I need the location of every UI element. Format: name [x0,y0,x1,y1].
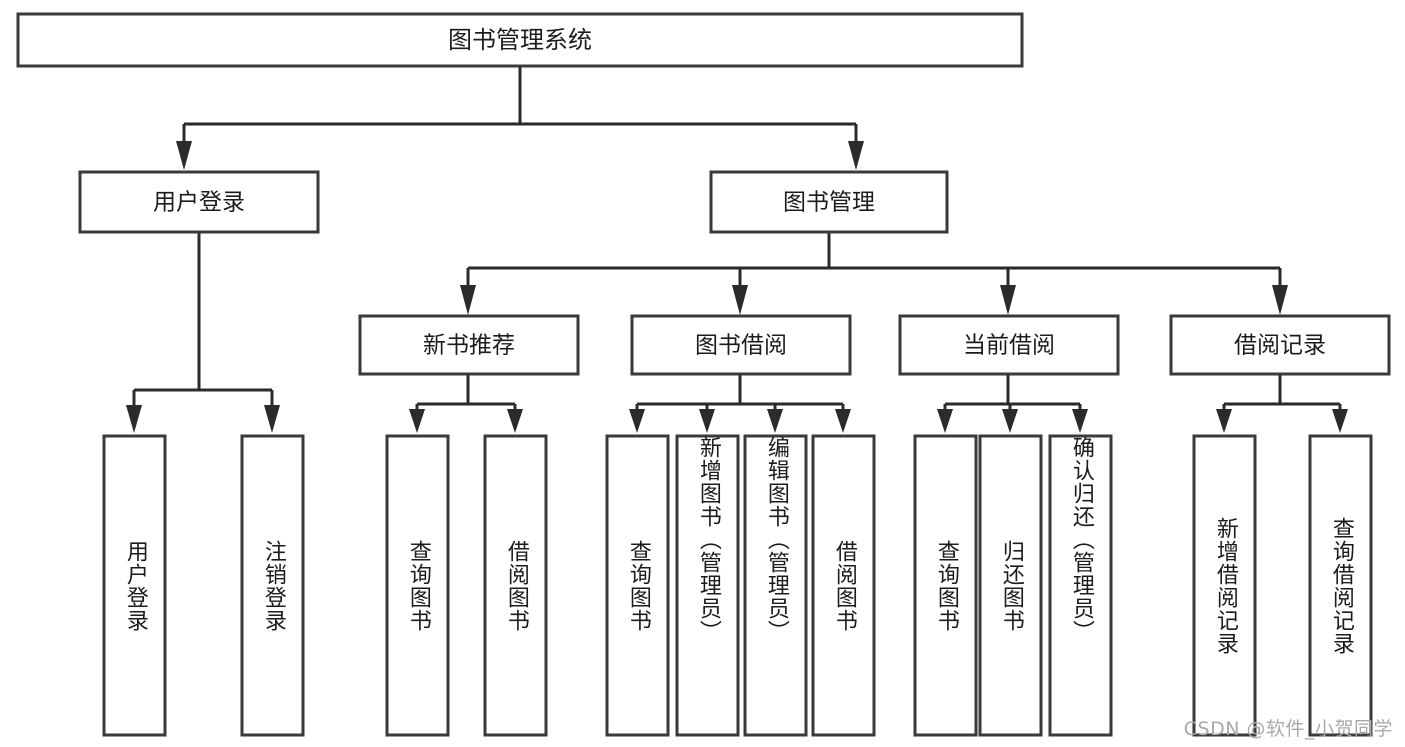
edge-new-book-recommend-to-leaves [409,374,523,433]
leaf-add-book-rect[interactable] [675,434,740,737]
node-root[interactable]: 图书管理系统 [16,12,1024,68]
node-user-login-label: 用户登录 [153,190,245,216]
node-new-book-recommend-label: 新书推荐 [423,333,515,359]
node-book-borrow[interactable]: 图书借阅 [630,314,852,376]
node-root-rect[interactable] [16,12,1024,68]
edge-user-login-to-leaves [126,232,280,433]
leaf-borrow-book-1-rect[interactable] [483,434,548,737]
leaf-edit-book-rect[interactable] [743,434,808,737]
node-new-book-recommend-rect[interactable] [358,314,580,376]
node-borrow-record-label: 借阅记录 [1234,333,1326,359]
edge-borrow-record-to-leaves [1216,374,1348,433]
leaf-logout-login-rect[interactable] [240,434,305,737]
edge-book-borrow-to-leaves [629,374,851,433]
edge-current-borrow-to-leaves [937,374,1088,433]
leaf-query-book-3-rect[interactable] [913,434,978,737]
node-book-borrow-label: 图书借阅 [695,333,787,359]
leaf-query-book-2-rect[interactable] [605,434,670,737]
leaf-borrow-book-2-rect[interactable] [811,434,876,737]
leaf-query-book-1-rect[interactable] [385,434,450,737]
node-borrow-record-rect[interactable] [1169,314,1391,376]
node-book-management-rect[interactable] [709,170,949,234]
leaf-query-record-rect[interactable] [1308,434,1373,737]
node-book-management[interactable]: 图书管理 [709,170,949,234]
leaf-confirm-return-rect[interactable] [1048,434,1113,737]
node-borrow-record[interactable]: 借阅记录 [1169,314,1391,376]
node-current-borrow-label: 当前借阅 [963,333,1055,359]
edge-book-management-to-level2 [460,232,1288,315]
node-book-management-label: 图书管理 [783,190,875,216]
node-current-borrow[interactable]: 当前借阅 [898,314,1120,376]
csdn-watermark: CSDN @软件_小贺同学 [1183,718,1393,740]
leaf-user-login-rect[interactable] [102,434,167,737]
leaf-add-record-rect[interactable] [1192,434,1257,737]
node-book-borrow-rect[interactable] [630,314,852,376]
node-user-login[interactable]: 用户登录 [78,170,320,234]
edge-root-to-level1 [176,66,864,170]
node-new-book-recommend[interactable]: 新书推荐 [358,314,580,376]
leaf-return-book-rect[interactable] [978,434,1043,737]
node-current-borrow-rect[interactable] [898,314,1120,376]
node-root-label: 图书管理系统 [448,26,592,54]
node-user-login-rect[interactable] [78,170,320,234]
